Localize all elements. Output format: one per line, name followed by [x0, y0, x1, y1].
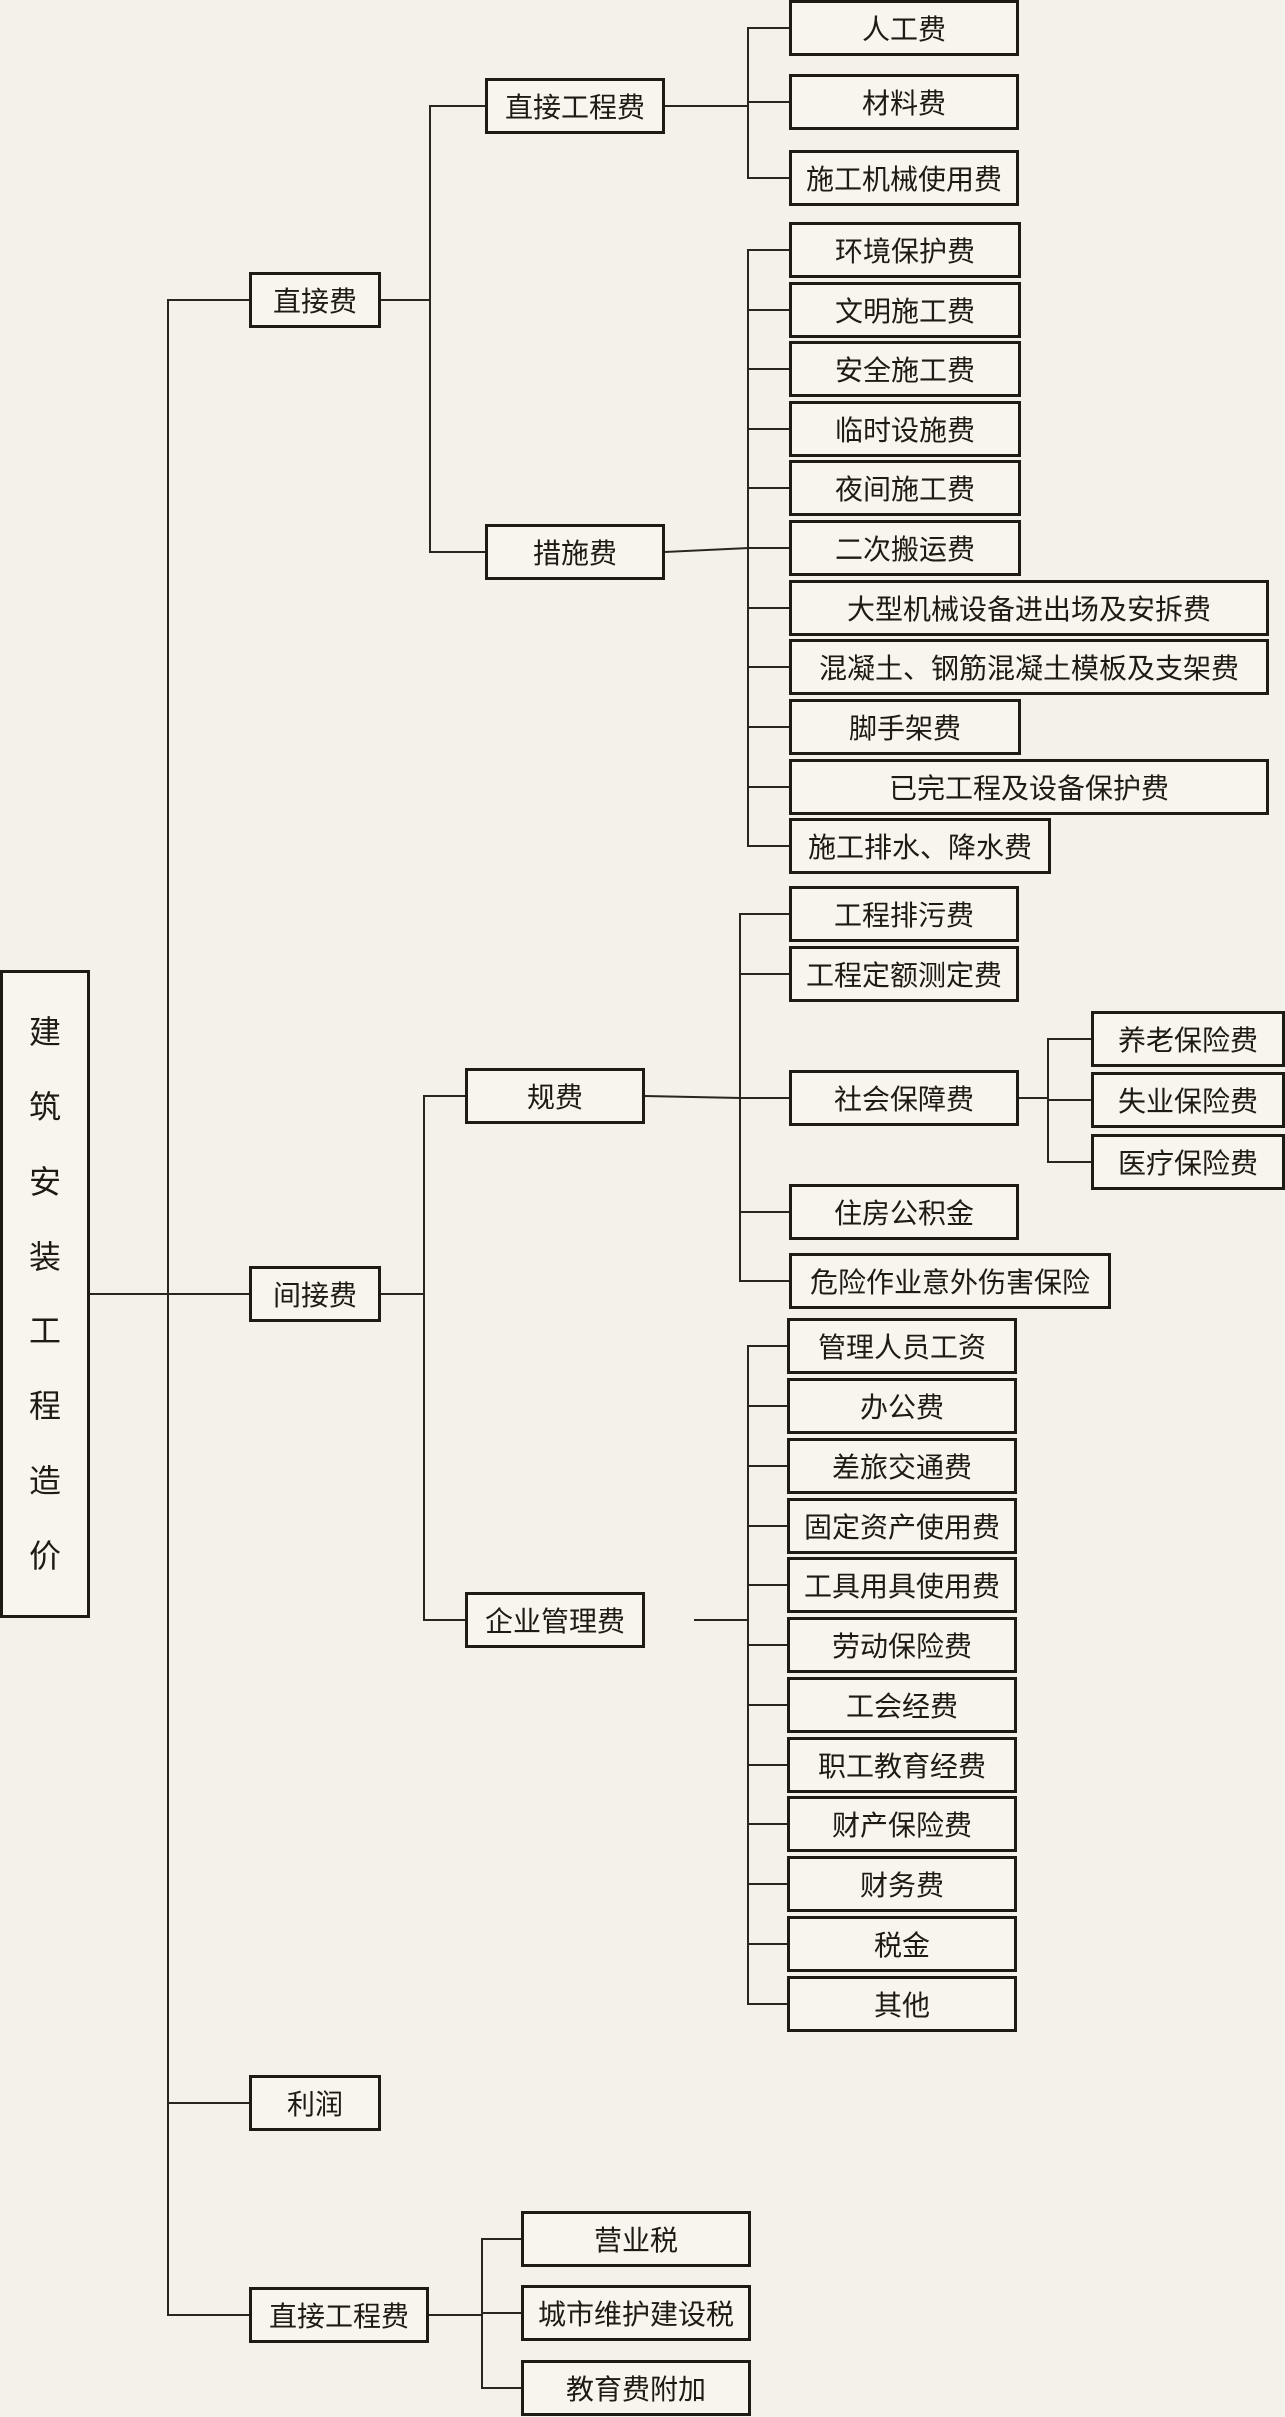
item-measure: 已完工程及设备保护费 [789, 759, 1269, 815]
root-char: 装 [28, 1237, 61, 1276]
root-char: 价 [28, 1537, 61, 1575]
node-measures-cost: 措施费 [485, 524, 665, 580]
root-char: 造 [28, 1462, 61, 1501]
root-node: 建 筑 安 装 工 程 造 价 [0, 970, 90, 1618]
item-tax: 教育费附加 [521, 2360, 751, 2416]
node-statutory-fees: 规费 [465, 1068, 645, 1124]
root-char: 工 [28, 1312, 61, 1351]
node-profit: 利润 [249, 2075, 381, 2131]
root-char: 程 [28, 1387, 61, 1426]
item-social-insurance: 养老保险费 [1091, 1011, 1285, 1067]
item-measure: 脚手架费 [789, 699, 1021, 755]
item-labor: 人工费 [789, 0, 1019, 56]
root-char: 建 [28, 1012, 61, 1051]
item-tax: 城市维护建设税 [521, 2285, 751, 2341]
item-social-insurance: 失业保险费 [1091, 1072, 1285, 1128]
root-char: 安 [28, 1162, 61, 1201]
item-measure: 环境保护费 [789, 222, 1021, 278]
item-machinery: 施工机械使用费 [789, 150, 1019, 206]
item-measure: 夜间施工费 [789, 460, 1021, 516]
item-management: 其他 [787, 1976, 1017, 2032]
item-management: 财务费 [787, 1856, 1017, 1912]
item-measure: 施工排水、降水费 [789, 818, 1051, 874]
item-management: 固定资产使用费 [787, 1498, 1017, 1554]
item-tax: 营业税 [521, 2211, 751, 2267]
node-indirect-cost: 间接费 [249, 1266, 381, 1322]
node-tax: 直接工程费 [249, 2287, 429, 2343]
item-management: 管理人员工资 [787, 1318, 1017, 1374]
item-management: 劳动保险费 [787, 1617, 1017, 1673]
item-measure: 安全施工费 [789, 341, 1021, 397]
node-direct-cost: 直接费 [249, 272, 381, 328]
item-management: 工具用具使用费 [787, 1557, 1017, 1613]
node-direct-engineering-cost: 直接工程费 [485, 78, 665, 134]
item-measure: 临时设施费 [789, 401, 1021, 457]
item-measure: 二次搬运费 [789, 520, 1021, 576]
item-management: 职工教育经费 [787, 1737, 1017, 1793]
connector-line [663, 546, 750, 554]
item-management: 税金 [787, 1916, 1017, 1972]
item-fee: 危险作业意外伤害保险 [789, 1253, 1111, 1309]
item-management: 财产保险费 [787, 1796, 1017, 1852]
root-char: 筑 [28, 1087, 61, 1126]
item-management: 工会经费 [787, 1677, 1017, 1733]
item-social-security: 社会保障费 [789, 1070, 1019, 1126]
item-measure: 文明施工费 [789, 282, 1021, 338]
item-fee: 住房公积金 [789, 1184, 1019, 1240]
item-materials: 材料费 [789, 74, 1019, 130]
item-management: 差旅交通费 [787, 1438, 1017, 1494]
connector-line [643, 1094, 742, 1100]
item-fee: 工程排污费 [789, 886, 1019, 942]
node-management-cost: 企业管理费 [465, 1592, 645, 1648]
item-management: 办公费 [787, 1378, 1017, 1434]
item-social-insurance: 医疗保险费 [1091, 1134, 1285, 1190]
item-fee: 工程定额测定费 [789, 946, 1019, 1002]
item-measure: 大型机械设备进出场及安拆费 [789, 580, 1269, 636]
item-measure: 混凝土、钢筋混凝土模板及支架费 [789, 639, 1269, 695]
